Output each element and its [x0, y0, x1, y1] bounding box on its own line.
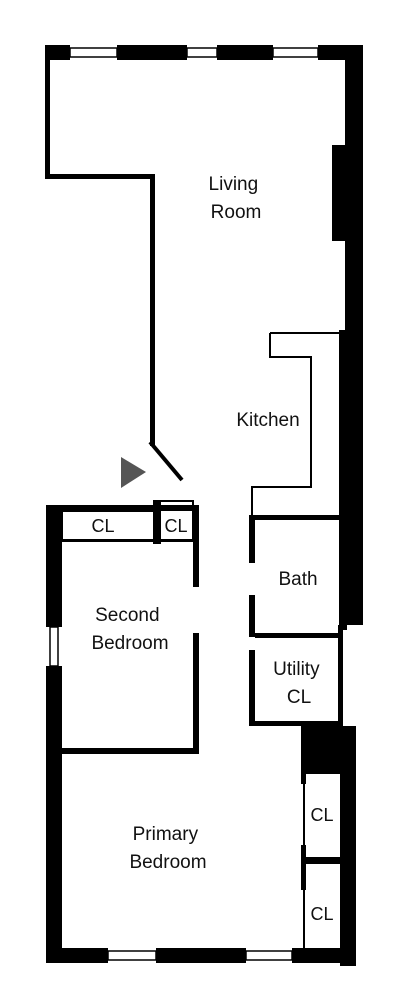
utility-line1: Utility — [273, 659, 320, 680]
bottom-windows — [107, 950, 293, 961]
kitchen-label: Kitchen — [236, 410, 299, 431]
primary-bedroom-line1: Primary — [133, 824, 199, 845]
second-closet-a-label: CL — [91, 516, 114, 536]
entry-arrow-icon — [121, 457, 146, 488]
primary-bedroom-label: Primary Bedroom — [129, 824, 206, 873]
second-bedroom-line1: Second — [95, 605, 159, 626]
primary-closet-a-label: CL — [310, 805, 333, 825]
living-room-line1: Living — [209, 174, 259, 195]
second-closet-b-label: CL — [164, 516, 187, 536]
primary-closet-b-label: CL — [310, 904, 333, 924]
living-room-label: Living Room — [209, 174, 264, 223]
second-bedroom-label: Second Bedroom — [91, 605, 168, 654]
bath-walls — [249, 515, 345, 638]
primary-bedroom-walls — [301, 726, 356, 966]
second-bedroom-walls — [46, 505, 199, 956]
utility-line2: CL — [287, 687, 311, 708]
primary-bedroom-line2: Bedroom — [129, 852, 206, 873]
bottom-wall — [46, 948, 356, 963]
top-windows — [69, 47, 319, 58]
kitchen-counter — [251, 332, 339, 522]
living-room-line2: Room — [211, 202, 262, 223]
second-bedroom-line2: Bedroom — [91, 633, 168, 654]
utility-walls — [249, 625, 343, 726]
top-wall — [45, 45, 363, 60]
second-bedroom-closets — [61, 500, 194, 544]
living-room-walls — [45, 45, 363, 630]
utility-closet-label: Utility CL — [273, 659, 325, 708]
bath-label: Bath — [278, 569, 317, 590]
